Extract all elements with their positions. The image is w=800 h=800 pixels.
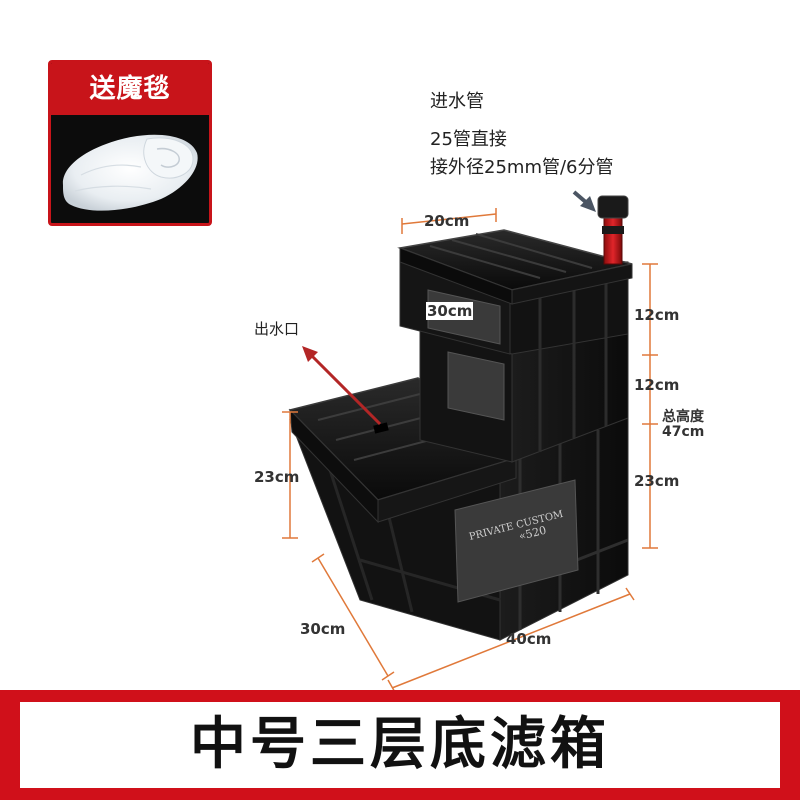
inlet-arrow	[572, 190, 596, 212]
dim-bottom-depth: 30cm	[300, 620, 346, 638]
outlet-arrow	[302, 346, 382, 426]
inlet-pipe	[597, 195, 629, 265]
gift-badge: 送魔毯	[48, 60, 212, 226]
dim-bottom-width: 40cm	[506, 630, 552, 648]
inlet-line2: 接外径25mm管/6分管	[430, 157, 614, 178]
dim-right-top: 12cm	[634, 306, 680, 324]
title-banner: 中号三层底滤箱	[0, 690, 800, 800]
top-lid	[397, 229, 633, 305]
outlet-label: 出水口	[254, 320, 300, 338]
middle-crate	[419, 329, 629, 463]
dim-total-height-label: 总高度	[662, 409, 704, 425]
dim-left-height: 23cm	[254, 468, 300, 486]
dim-top-width: 20cm	[424, 212, 470, 230]
inlet-title: 进水管	[430, 91, 484, 112]
filter-pad-image	[62, 134, 198, 211]
banner-title: 中号三层底滤箱	[20, 702, 780, 788]
filter-box-illustration: PRIVATE CUSTOM «520	[282, 190, 658, 690]
dim-total-height-value: 47cm	[662, 424, 705, 440]
outlet-tray	[288, 377, 518, 524]
dimension-lines	[282, 208, 658, 690]
dim-right-mid: 12cm	[634, 376, 680, 394]
gift-label: 送魔毯	[51, 63, 209, 115]
dim-top-depth: 30cm	[426, 302, 474, 320]
inlet-line1: 25管直接	[430, 129, 507, 150]
dim-right-bottom: 23cm	[634, 472, 680, 490]
